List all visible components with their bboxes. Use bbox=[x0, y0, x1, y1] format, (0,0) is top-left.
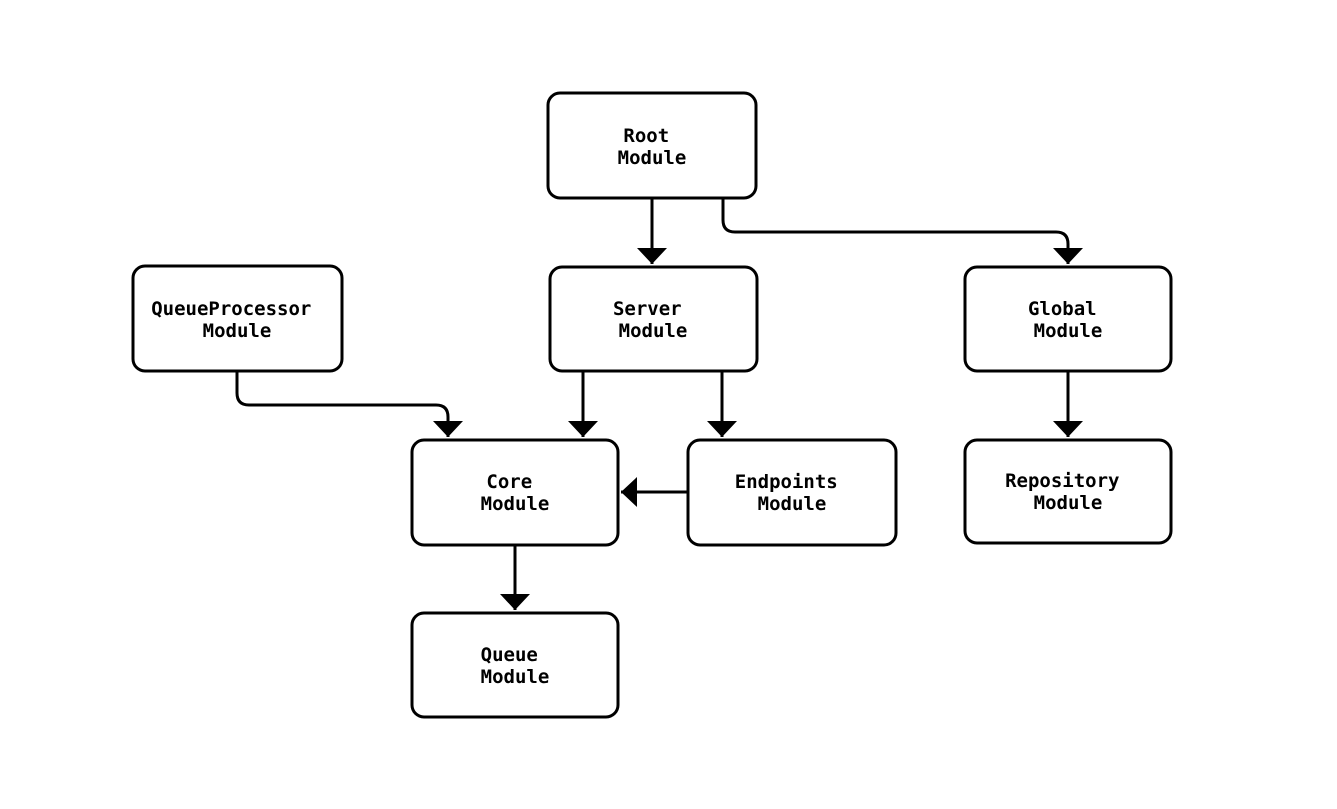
node-repository-box bbox=[963, 438, 1173, 545]
node-queueprocessor-module: QueueProcessor Module bbox=[131, 264, 344, 373]
node-server-label: Server Module bbox=[613, 298, 693, 342]
node-core-module: Core Module bbox=[410, 438, 620, 547]
node-queue-box bbox=[410, 611, 620, 719]
edge-queueprocessor-to-core bbox=[235, 371, 463, 437]
node-root-label: Root Module bbox=[618, 125, 687, 169]
node-root-module: Root Module bbox=[546, 91, 758, 200]
node-core-label: Core Module bbox=[481, 471, 550, 515]
node-root-box bbox=[546, 91, 758, 200]
node-queueprocessor-label: QueueProcessor Module bbox=[151, 298, 323, 342]
node-global-box bbox=[963, 265, 1173, 373]
node-core-box bbox=[410, 438, 620, 547]
node-server-box bbox=[548, 265, 759, 373]
edges bbox=[235, 198, 1083, 610]
node-global-label: Global Module bbox=[1028, 298, 1108, 342]
node-endpoints-label: Endpoints Module bbox=[735, 471, 849, 515]
node-queueprocessor-box bbox=[131, 264, 344, 373]
node-queue-label: Queue Module bbox=[481, 644, 550, 688]
node-endpoints-box bbox=[686, 438, 898, 547]
node-queue-module: Queue Module bbox=[410, 611, 620, 719]
node-global-module: Global Module bbox=[963, 265, 1173, 373]
node-server-module: Server Module bbox=[548, 265, 759, 373]
node-repository-module: Repository Module bbox=[963, 438, 1173, 545]
edge-root-to-global bbox=[721, 198, 1083, 264]
node-repository-label: Repository Module bbox=[1005, 470, 1131, 514]
node-endpoints-module: Endpoints Module bbox=[686, 438, 898, 547]
